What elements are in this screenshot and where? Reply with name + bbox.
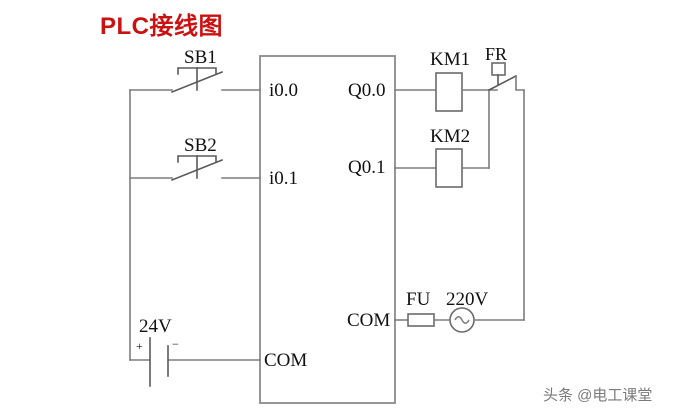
- sb2-label: SB2: [184, 135, 217, 156]
- plc-com-output-label: COM: [347, 310, 391, 331]
- sb1-contact-blade-icon: [170, 70, 224, 94]
- fr-label: FR: [485, 44, 508, 64]
- plc-output-q00-label: Q0.0: [348, 80, 386, 101]
- fuse-label: FU: [406, 289, 431, 310]
- dc-negative-terminal-label: −: [172, 337, 179, 351]
- sb1-label: SB1: [184, 47, 217, 68]
- page-title: PLC接线图: [100, 13, 223, 40]
- site-watermark: 头条 @电工课堂: [543, 387, 653, 404]
- fr-right-lead-wire: [515, 75, 525, 91]
- plc-input-i00-label: i0.0: [269, 80, 299, 101]
- fr-actuator-element-icon: [491, 62, 506, 76]
- km1-coil-symbol: [435, 72, 463, 112]
- plc-com-input-label: COM: [264, 350, 308, 371]
- sb2-contact-blade-icon: [170, 158, 224, 182]
- dc-supply-label: 24V: [139, 316, 172, 337]
- fuse-symbol: [407, 313, 435, 327]
- km1-label: KM1: [430, 49, 471, 70]
- plc-input-i01-label: i0.1: [269, 168, 299, 189]
- fr-contact-blade-icon: [487, 74, 518, 92]
- km2-label: KM2: [430, 126, 471, 147]
- ac-sine-glyph: [454, 316, 470, 324]
- dc-positive-terminal-label: +: [136, 339, 143, 353]
- plc-unit-box: [259, 55, 396, 404]
- km2-coil-symbol: [435, 148, 463, 188]
- plc-output-q01-label: Q0.1: [348, 157, 386, 178]
- ac-supply-label: 220V: [446, 289, 489, 310]
